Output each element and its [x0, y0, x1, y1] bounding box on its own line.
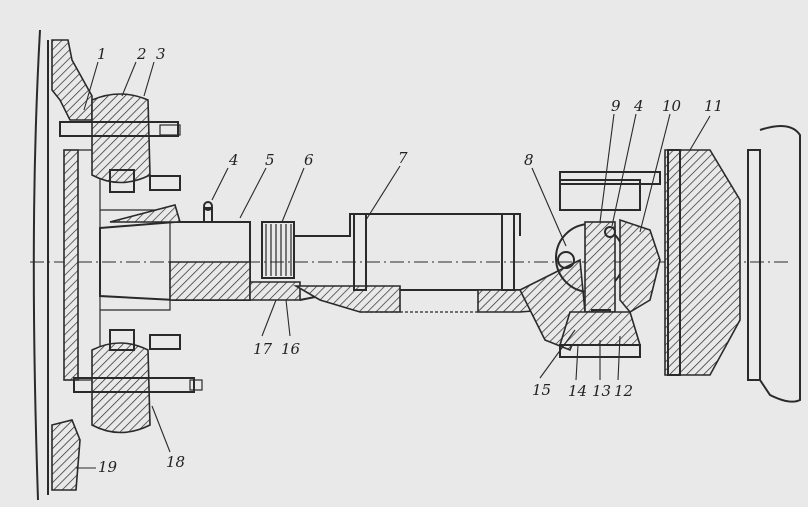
callout-10: 10: [662, 97, 682, 115]
callout-15: 15: [532, 381, 551, 399]
callout-9: 9: [611, 97, 621, 115]
callout-4-front: 4: [228, 151, 239, 169]
callout-11: 11: [704, 97, 723, 115]
callout-7: 7: [398, 149, 408, 167]
lower-rubber-coupling: [73, 329, 203, 434]
spline-sleeve: [249, 221, 301, 301]
callout-14: 14: [568, 382, 587, 400]
callout-labels: 1 2 3 4 5 6 7 8 9 4 10 11 12 13 14 15 16…: [97, 45, 723, 476]
callout-16: 16: [281, 340, 301, 358]
flywheel-housing: [32, 29, 171, 501]
callout-12: 12: [614, 382, 633, 400]
callout-18: 18: [166, 453, 185, 471]
leader-lines: [76, 61, 711, 469]
callout-2: 2: [136, 45, 147, 63]
upper-rubber-coupling: [59, 93, 181, 193]
callout-3: 3: [156, 45, 166, 63]
callout-1: 1: [97, 45, 107, 63]
callout-8: 8: [524, 151, 534, 169]
callout-19: 19: [98, 458, 118, 476]
callout-13: 13: [592, 382, 611, 400]
callout-6: 6: [304, 151, 314, 169]
callout-17: 17: [253, 340, 273, 358]
universal-joint: [518, 171, 661, 358]
front-hub: [99, 201, 251, 301]
callout-5: 5: [265, 151, 275, 169]
propeller-tube: [293, 213, 561, 313]
rear-flange: [664, 125, 801, 403]
callout-4-rear: 4: [633, 97, 644, 115]
